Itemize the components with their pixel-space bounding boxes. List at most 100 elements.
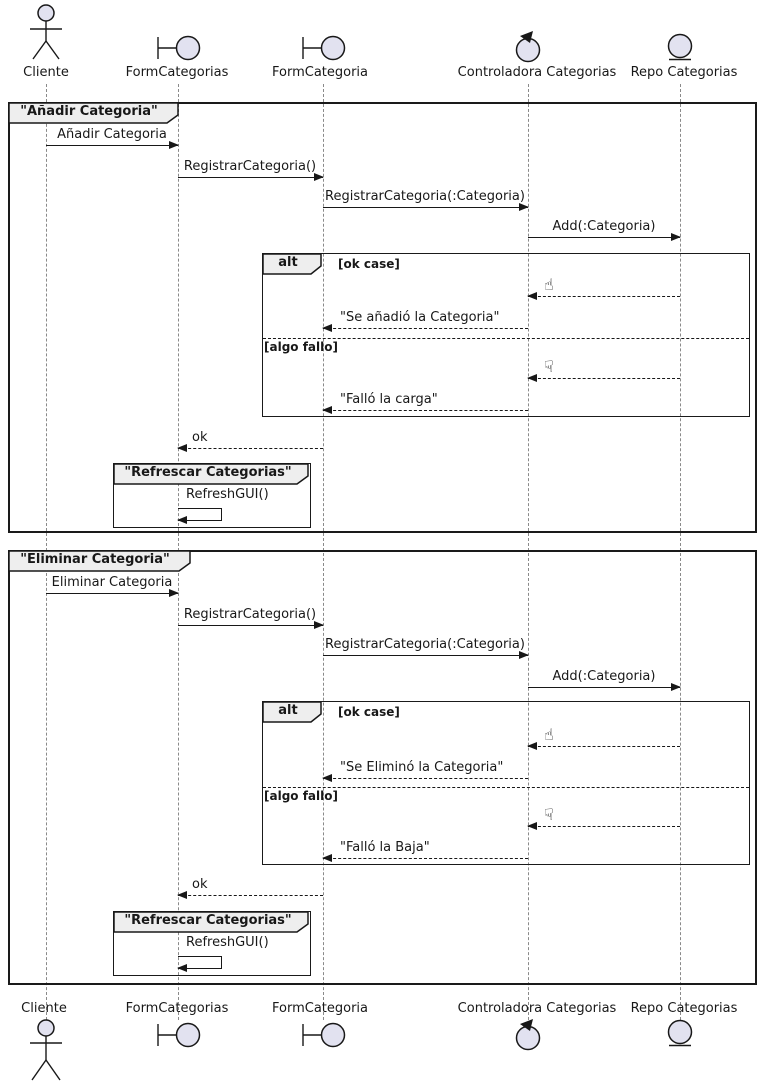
message-label: Eliminar Categoria — [51, 575, 173, 590]
return-arrow — [322, 774, 528, 782]
alt-fragment — [262, 253, 750, 417]
control-icon — [515, 1019, 541, 1051]
frame-tab — [113, 911, 309, 933]
frame-tab — [8, 102, 179, 124]
self-message-bottom — [177, 516, 222, 524]
arrowhead-icon — [322, 324, 332, 332]
guard-label: [algo fallo] — [264, 789, 338, 803]
guard-label: [algo fallo] — [264, 340, 338, 354]
return-arrow — [527, 374, 680, 382]
participant-label-formcategoria: FormCategoria — [271, 1001, 369, 1016]
frame-title: "Eliminar Categoria" — [20, 552, 170, 567]
message-label: "Falló la carga" — [340, 392, 438, 407]
entity-icon — [667, 1019, 693, 1047]
arrowhead-icon — [519, 651, 529, 659]
message-label: RegistrarCategoria(:Categoria) — [325, 637, 525, 652]
participant-label-formcategorias: FormCategorias — [125, 65, 229, 80]
participant-label-formcategorias: FormCategorias — [125, 1001, 229, 1016]
arrowhead-icon — [322, 774, 332, 782]
thumbs-up-icon: ☝ — [544, 275, 554, 294]
entity-icon — [667, 33, 693, 61]
lifeline-formcategoria — [322, 84, 324, 1020]
message-label: "Se Eliminó la Categoria" — [340, 760, 504, 775]
message-label: Añadir Categoria — [57, 127, 167, 142]
frame-tab — [8, 550, 191, 572]
frame-title: "Añadir Categoria" — [20, 104, 158, 119]
message-label: RegistrarCategoria() — [183, 607, 317, 622]
frame-title: "Refrescar Categorias" — [124, 913, 292, 928]
return-arrow — [177, 444, 323, 452]
thumbs-down-icon: ☟ — [544, 357, 554, 376]
thumbs-down-icon: ☟ — [544, 805, 554, 824]
self-message-side — [221, 508, 222, 520]
actor-icon — [30, 4, 62, 60]
return-arrow — [527, 822, 680, 830]
self-message-top — [178, 508, 222, 509]
self-message-side — [221, 956, 222, 968]
control-icon — [515, 31, 541, 63]
message-label: RefreshGUI() — [186, 487, 269, 502]
alt-fragment — [262, 701, 750, 865]
boundary-icon — [302, 1022, 346, 1048]
lifeline-repo-categorias — [679, 84, 681, 1020]
arrowhead-icon — [314, 621, 324, 629]
alt-keyword: alt — [278, 255, 298, 270]
alt-divider — [263, 787, 749, 788]
guard-label: [ok case] — [338, 257, 400, 271]
arrowhead-icon — [519, 203, 529, 211]
boundary-icon — [157, 35, 201, 61]
arrowhead-icon — [177, 516, 187, 524]
boundary-icon — [302, 35, 346, 61]
arrowhead-icon — [169, 141, 179, 149]
message-arrow — [46, 589, 179, 597]
alt-tab — [262, 701, 322, 723]
message-arrow — [178, 173, 324, 181]
message-label: RegistrarCategoria() — [183, 159, 317, 174]
return-arrow — [177, 891, 323, 899]
alt-tab — [262, 253, 322, 275]
return-arrow — [322, 406, 528, 414]
alt-keyword: alt — [278, 703, 298, 718]
message-label: RefreshGUI() — [186, 935, 269, 950]
message-arrow — [178, 621, 324, 629]
arrowhead-icon — [527, 742, 537, 750]
participant-label-cliente: Cliente — [21, 1001, 67, 1016]
self-message-top — [178, 956, 222, 957]
message-arrow — [323, 651, 529, 659]
arrowhead-icon — [177, 444, 187, 452]
self-message-bottom — [177, 964, 222, 972]
arrowhead-icon — [169, 589, 179, 597]
frame-eliminar-categoria — [8, 550, 757, 985]
arrowhead-icon — [527, 822, 537, 830]
participant-label-controladora: Controladora Categorias — [457, 1001, 617, 1016]
message-label: ok — [192, 877, 208, 892]
participant-label-repo: Repo Categorias — [630, 65, 738, 80]
participant-label-formcategoria: FormCategoria — [271, 65, 369, 80]
lifeline-controladora-categorias — [527, 84, 529, 1020]
return-arrow — [322, 854, 528, 862]
frame-title: "Refrescar Categorias" — [124, 465, 292, 480]
message-label: "Se añadió la Categoria" — [340, 310, 500, 325]
participant-label-cliente: Cliente — [23, 65, 69, 80]
participant-label-repo: Repo Categorias — [630, 1001, 738, 1016]
return-arrow — [527, 292, 680, 300]
alt-divider — [263, 338, 749, 339]
message-arrow — [46, 141, 179, 149]
frame-anadir-categoria — [8, 102, 757, 533]
guard-label: [ok case] — [338, 705, 400, 719]
arrowhead-icon — [322, 854, 332, 862]
arrowhead-icon — [671, 683, 681, 691]
actor-icon — [30, 1019, 62, 1081]
participant-label-controladora: Controladora Categorias — [457, 65, 617, 80]
message-label: "Falló la Baja" — [340, 840, 430, 855]
message-label: RegistrarCategoria(:Categoria) — [325, 189, 525, 204]
frame-tab — [113, 463, 309, 485]
boundary-icon — [157, 1022, 201, 1048]
arrowhead-icon — [322, 406, 332, 414]
arrowhead-icon — [177, 891, 187, 899]
arrowhead-icon — [177, 964, 187, 972]
arrowhead-icon — [671, 233, 681, 241]
return-arrow — [527, 742, 680, 750]
arrowhead-icon — [527, 292, 537, 300]
message-arrow — [528, 233, 681, 241]
